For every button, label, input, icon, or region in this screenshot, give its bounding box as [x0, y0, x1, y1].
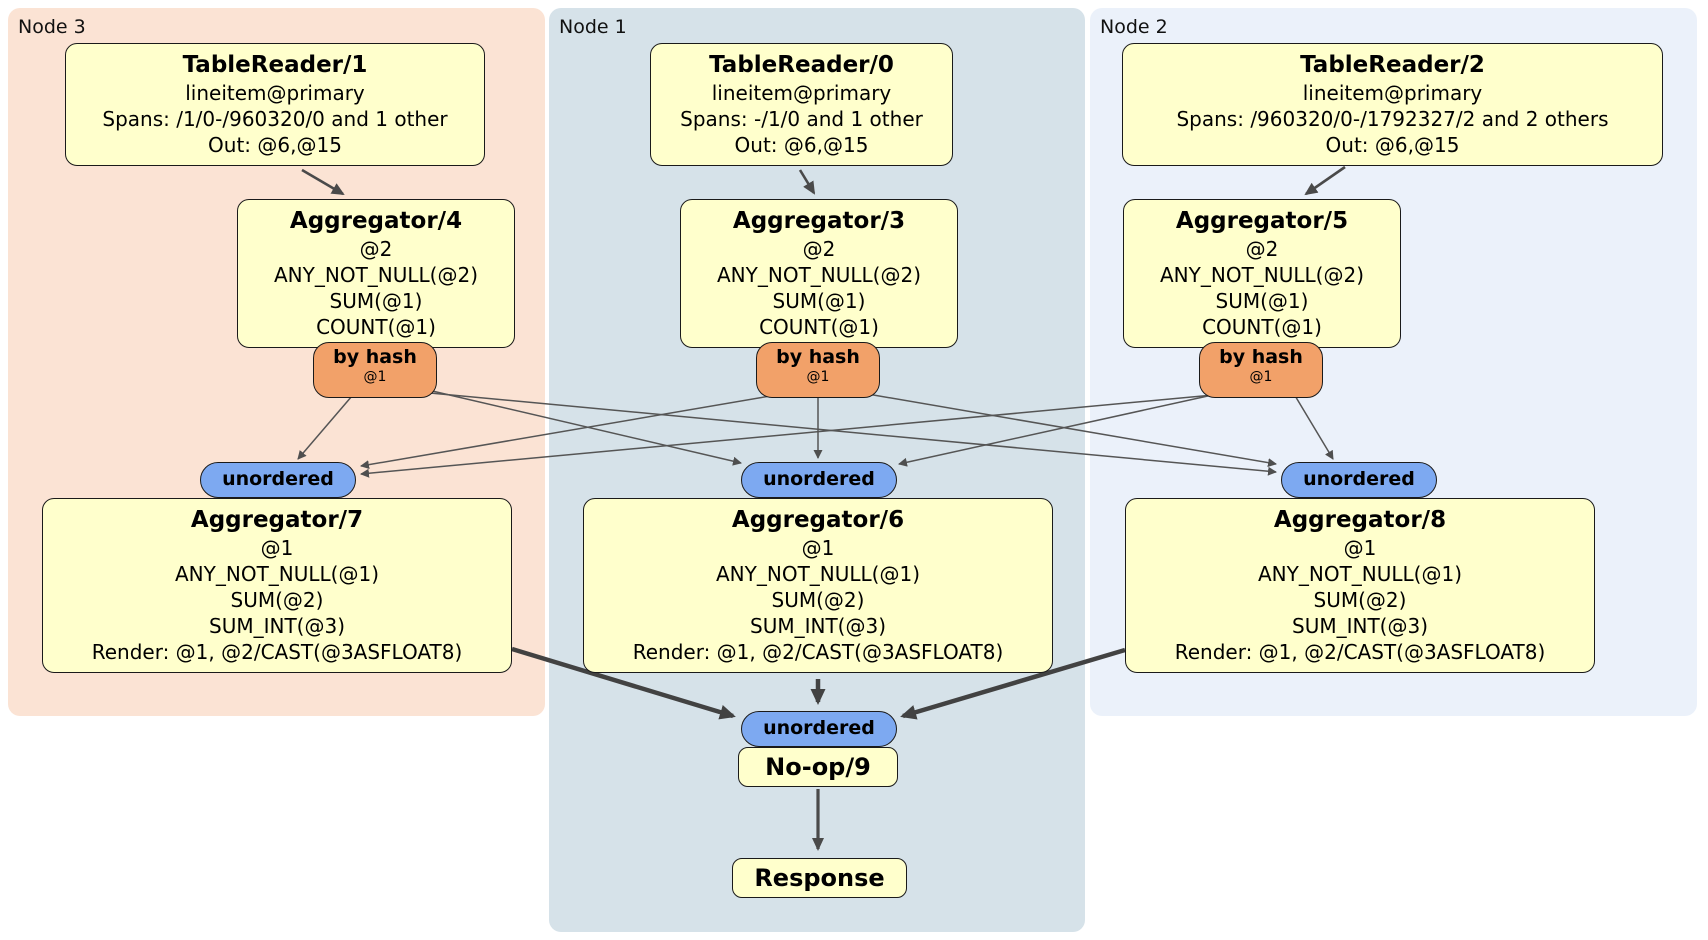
processor-noop-9: No-op/9	[738, 747, 898, 787]
router-key: @1	[1249, 369, 1273, 385]
region-node2-label: Node 2	[1100, 16, 1168, 38]
edges-hash-to-unordered	[297, 389, 1334, 478]
processor-group-line: @1	[1343, 536, 1377, 560]
processor-render-line: Render: @1, @2/CAST(@3ASFLOAT8)	[91, 640, 463, 664]
processor-agg-fn-line: ANY_NOT_NULL(@2)	[274, 263, 478, 287]
processor-tablereader-1: TableReader/1 lineitem@primary Spans: /1…	[65, 43, 485, 166]
processor-agg-fn-line: COUNT(@1)	[759, 315, 879, 339]
processor-title: Aggregator/5	[1175, 208, 1349, 234]
edges-aggregator-to-final-sync	[511, 646, 1126, 720]
processor-agg-fn-line: ANY_NOT_NULL(@2)	[1160, 263, 1364, 287]
processor-agg-fn-line: SUM(@1)	[329, 289, 423, 313]
processor-agg-fn-line: COUNT(@1)	[1202, 315, 1322, 339]
processor-agg-fn-line: ANY_NOT_NULL(@2)	[717, 263, 921, 287]
router-label: by hash	[1219, 346, 1303, 368]
router-key: @1	[806, 369, 830, 385]
processor-spans-line: Spans: /960320/0-/1792327/2 and 2 others	[1176, 107, 1609, 131]
processor-index-line: lineitem@primary	[711, 81, 892, 105]
processor-group-line: @2	[802, 237, 836, 261]
processor-render-line: Render: @1, @2/CAST(@3ASFLOAT8)	[632, 640, 1004, 664]
processor-group-line: @2	[1245, 237, 1279, 261]
processor-index-line: lineitem@primary	[1302, 81, 1483, 105]
processor-agg-fn-line: SUM_INT(@3)	[209, 614, 345, 638]
processor-agg-fn-line: SUM(@2)	[771, 588, 865, 612]
processor-tablereader-2: TableReader/2 lineitem@primary Spans: /9…	[1122, 43, 1663, 166]
processor-agg-fn-line: ANY_NOT_NULL(@1)	[1258, 562, 1462, 586]
processor-title: TableReader/1	[182, 52, 368, 78]
processor-agg-fn-line: SUM(@1)	[772, 289, 866, 313]
router-label: by hash	[776, 346, 860, 368]
processor-title: Aggregator/8	[1273, 507, 1447, 533]
processor-aggregator-4: Aggregator/4 @2 ANY_NOT_NULL(@2) SUM(@1)…	[237, 199, 515, 348]
processor-title: Aggregator/4	[289, 208, 463, 234]
sync-unordered-8: unordered	[1281, 462, 1437, 498]
processor-agg-fn-line: SUM(@1)	[1215, 289, 1309, 313]
processor-agg-fn-line: SUM(@2)	[230, 588, 324, 612]
processor-agg-fn-line: SUM_INT(@3)	[1292, 614, 1428, 638]
processor-aggregator-6: Aggregator/6 @1 ANY_NOT_NULL(@1) SUM(@2)…	[583, 498, 1053, 673]
processor-tablereader-0: TableReader/0 lineitem@primary Spans: -/…	[650, 43, 953, 166]
edges-tablereader-to-aggregator	[301, 165, 1346, 196]
processor-title: Aggregator/7	[190, 507, 364, 533]
router-label: by hash	[333, 346, 417, 368]
processor-out-line: Out: @6,@15	[734, 133, 869, 157]
router-by-hash-4: by hash @1	[313, 342, 437, 398]
processor-group-line: @1	[260, 536, 294, 560]
region-node3-label: Node 3	[18, 16, 86, 38]
processor-agg-fn-line: ANY_NOT_NULL(@1)	[175, 562, 379, 586]
processor-title: TableReader/0	[709, 52, 894, 78]
sync-unordered-6: unordered	[741, 462, 897, 498]
processor-aggregator-8: Aggregator/8 @1 ANY_NOT_NULL(@1) SUM(@2)…	[1125, 498, 1595, 673]
processor-group-line: @2	[359, 237, 393, 261]
processor-title: Aggregator/6	[731, 507, 905, 533]
processor-spans-line: Spans: -/1/0 and 1 other	[680, 107, 923, 131]
router-key: @1	[363, 369, 387, 385]
processor-title: Aggregator/3	[732, 208, 906, 234]
processor-agg-fn-line: SUM(@2)	[1313, 588, 1407, 612]
processor-render-line: Render: @1, @2/CAST(@3ASFLOAT8)	[1174, 640, 1546, 664]
processor-out-line: Out: @6,@15	[208, 133, 342, 157]
sync-unordered-7: unordered	[200, 462, 356, 498]
processor-response: Response	[732, 858, 907, 898]
router-by-hash-3: by hash @1	[756, 342, 880, 398]
region-node1-label: Node 1	[559, 16, 627, 38]
processor-index-line: lineitem@primary	[185, 81, 365, 105]
processor-out-line: Out: @6,@15	[1325, 133, 1460, 157]
processor-agg-fn-line: COUNT(@1)	[316, 315, 436, 339]
processor-aggregator-3: Aggregator/3 @2 ANY_NOT_NULL(@2) SUM(@1)…	[680, 199, 958, 348]
processor-aggregator-7: Aggregator/7 @1 ANY_NOT_NULL(@1) SUM(@2)…	[42, 498, 512, 673]
processor-aggregator-5: Aggregator/5 @2 ANY_NOT_NULL(@2) SUM(@1)…	[1123, 199, 1401, 348]
processor-title: TableReader/2	[1300, 52, 1485, 78]
router-by-hash-5: by hash @1	[1199, 342, 1323, 398]
processor-agg-fn-line: ANY_NOT_NULL(@1)	[716, 562, 920, 586]
processor-agg-fn-line: SUM_INT(@3)	[750, 614, 886, 638]
processor-spans-line: Spans: /1/0-/960320/0 and 1 other	[102, 107, 448, 131]
processor-group-line: @1	[801, 536, 835, 560]
sync-unordered-9: unordered	[741, 711, 897, 747]
